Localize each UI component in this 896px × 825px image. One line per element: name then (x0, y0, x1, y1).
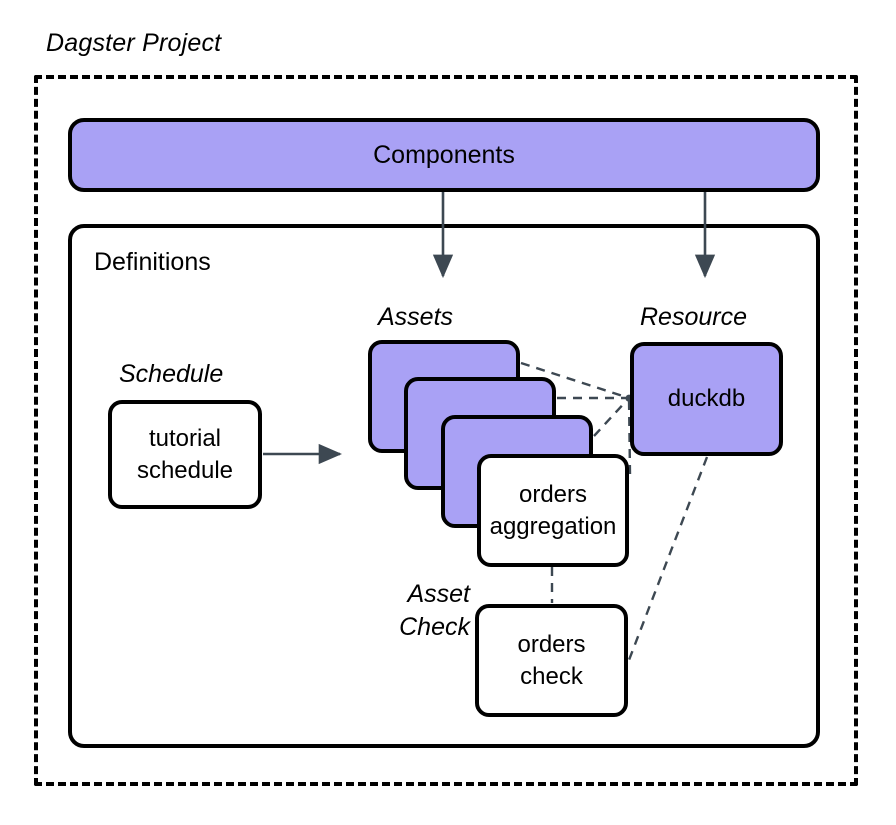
connector-assets-to-duckdb (520, 361, 632, 475)
group-label-schedule: Schedule (119, 360, 224, 388)
asset-check-node-line1: orders (517, 631, 586, 659)
asset-node-line1: orders (518, 481, 588, 509)
schedule-node-line1: tutorial (148, 425, 222, 453)
schedule-node-line2: schedule (136, 456, 234, 484)
group-label-assets: Assets (378, 303, 454, 331)
asset-node-line2: aggregation (489, 512, 617, 540)
group-label-asset-check: Asset Check (330, 578, 470, 644)
resource-node-label: duckdb (667, 385, 746, 413)
asset-check-node-orders-check[interactable]: orders check (475, 604, 628, 717)
asset-check-node-label: orders check (517, 629, 585, 691)
components-label: Components (373, 140, 515, 169)
components-box[interactable]: Components (68, 118, 820, 192)
schedule-node-tutorial-schedule[interactable]: tutorial schedule (108, 400, 262, 509)
project-title: Dagster Project (46, 29, 222, 57)
dagster-project-container (34, 75, 858, 786)
group-label-resource: Resource (640, 303, 747, 331)
schedule-node-label: tutorial schedule (137, 423, 233, 485)
connector-duckdb-to-check (627, 456, 709, 661)
group-label-asset-check-line2: Check (399, 613, 470, 641)
asset-node-orders-aggregation[interactable]: orders aggregation (477, 454, 629, 567)
group-label-asset-check-line1: Asset (407, 580, 470, 608)
asset-node-label: orders aggregation (490, 479, 617, 541)
asset-check-node-line2: check (520, 662, 583, 690)
definitions-label: Definitions (94, 248, 211, 276)
resource-node-duckdb[interactable]: duckdb (630, 342, 783, 456)
